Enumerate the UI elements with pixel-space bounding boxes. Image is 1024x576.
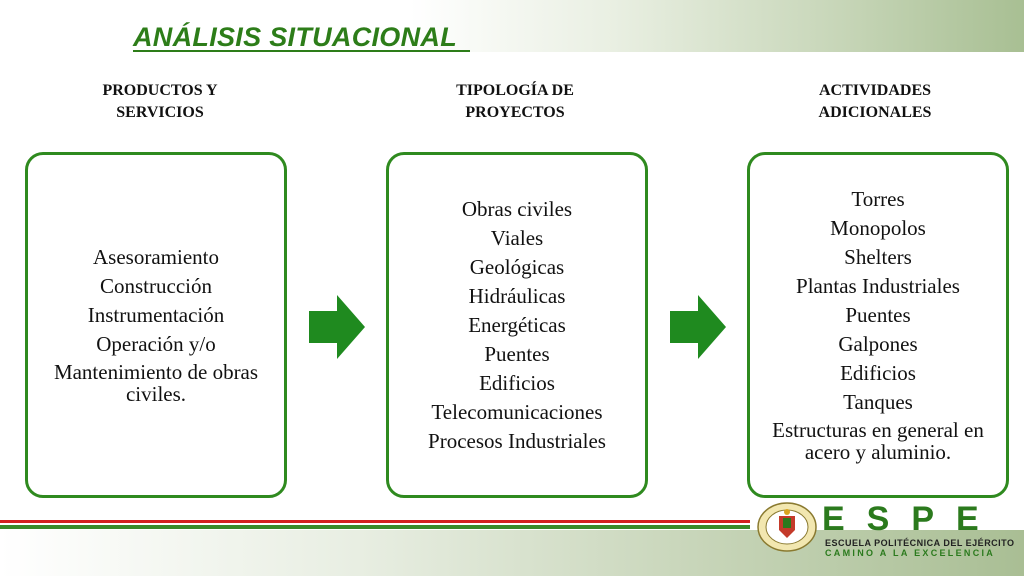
list-item: Asesoramiento — [93, 245, 219, 269]
list-item: Edificios — [840, 361, 916, 385]
list-item: Torres — [851, 187, 905, 211]
list-item: Construcción — [100, 274, 212, 298]
list-item: Energéticas — [468, 313, 566, 337]
list-item: Puentes — [484, 342, 550, 366]
divider-red — [0, 520, 750, 523]
products-list: Asesoramiento Construcción Instrumentaci… — [28, 240, 284, 410]
heading-line: SERVICIOS — [116, 104, 204, 121]
footer-divider — [0, 520, 750, 530]
typology-list: Obras civiles Viales Geológicas Hidráuli… — [418, 192, 616, 458]
slide-title: ANÁLISIS SITUACIONAL — [133, 22, 458, 52]
list-item: Puentes — [845, 303, 911, 327]
column-heading-typology: TIPOLOGÍA DE PROYECTOS — [405, 80, 625, 124]
list-item: Hidráulicas — [468, 284, 566, 308]
activities-box: Torres Monopolos Shelters Plantas Indust… — [747, 152, 1009, 498]
title-underline — [133, 50, 470, 52]
heading-line: PROYECTOS — [465, 104, 565, 121]
list-item: Monopolos — [830, 216, 926, 240]
heading-line: ADICIONALES — [818, 104, 932, 121]
list-item: Plantas Industriales — [796, 274, 960, 298]
activities-list: Torres Monopolos Shelters Plantas Indust… — [750, 182, 1006, 468]
list-item: Edificios — [479, 371, 555, 395]
divider-green — [0, 525, 750, 529]
list-item: Geológicas — [469, 255, 565, 279]
header-band — [0, 0, 1024, 52]
products-box: Asesoramiento Construcción Instrumentaci… — [25, 152, 287, 498]
footer-band — [0, 530, 1024, 576]
list-item: Obras civiles — [461, 197, 573, 221]
university-seal-logo — [757, 502, 817, 552]
heading-line: ACTIVIDADES — [818, 82, 932, 99]
typology-box: Obras civiles Viales Geológicas Hidráuli… — [386, 152, 648, 498]
list-item: Mantenimiento de obras civiles. — [53, 360, 259, 406]
right-arrow-icon — [309, 295, 365, 359]
right-arrow-icon — [670, 295, 726, 359]
institution-name: ESCUELA POLITÉCNICA DEL EJÉRCITO — [825, 538, 1015, 548]
column-heading-activities: ACTIVIDADES ADICIONALES — [765, 80, 985, 124]
list-item: Procesos Industriales — [428, 429, 606, 453]
list-item: Instrumentación — [87, 303, 225, 327]
list-item: Telecomunicaciones — [431, 400, 603, 424]
list-item: Galpones — [838, 332, 918, 356]
list-item: Tanques — [843, 390, 913, 414]
espe-logo-text: ESPE — [822, 500, 1001, 538]
heading-line: PRODUCTOS Y — [102, 82, 218, 99]
heading-line: TIPOLOGÍA DE — [456, 82, 574, 99]
list-item: Estructuras en general en acero y alumin… — [772, 418, 984, 464]
institution-motto: CAMINO A LA EXCELENCIA — [825, 548, 996, 558]
list-item: Shelters — [844, 245, 912, 269]
list-item: Operación y/o — [96, 332, 216, 356]
column-heading-products: PRODUCTOS Y SERVICIOS — [50, 80, 270, 124]
list-item: Viales — [490, 226, 544, 250]
